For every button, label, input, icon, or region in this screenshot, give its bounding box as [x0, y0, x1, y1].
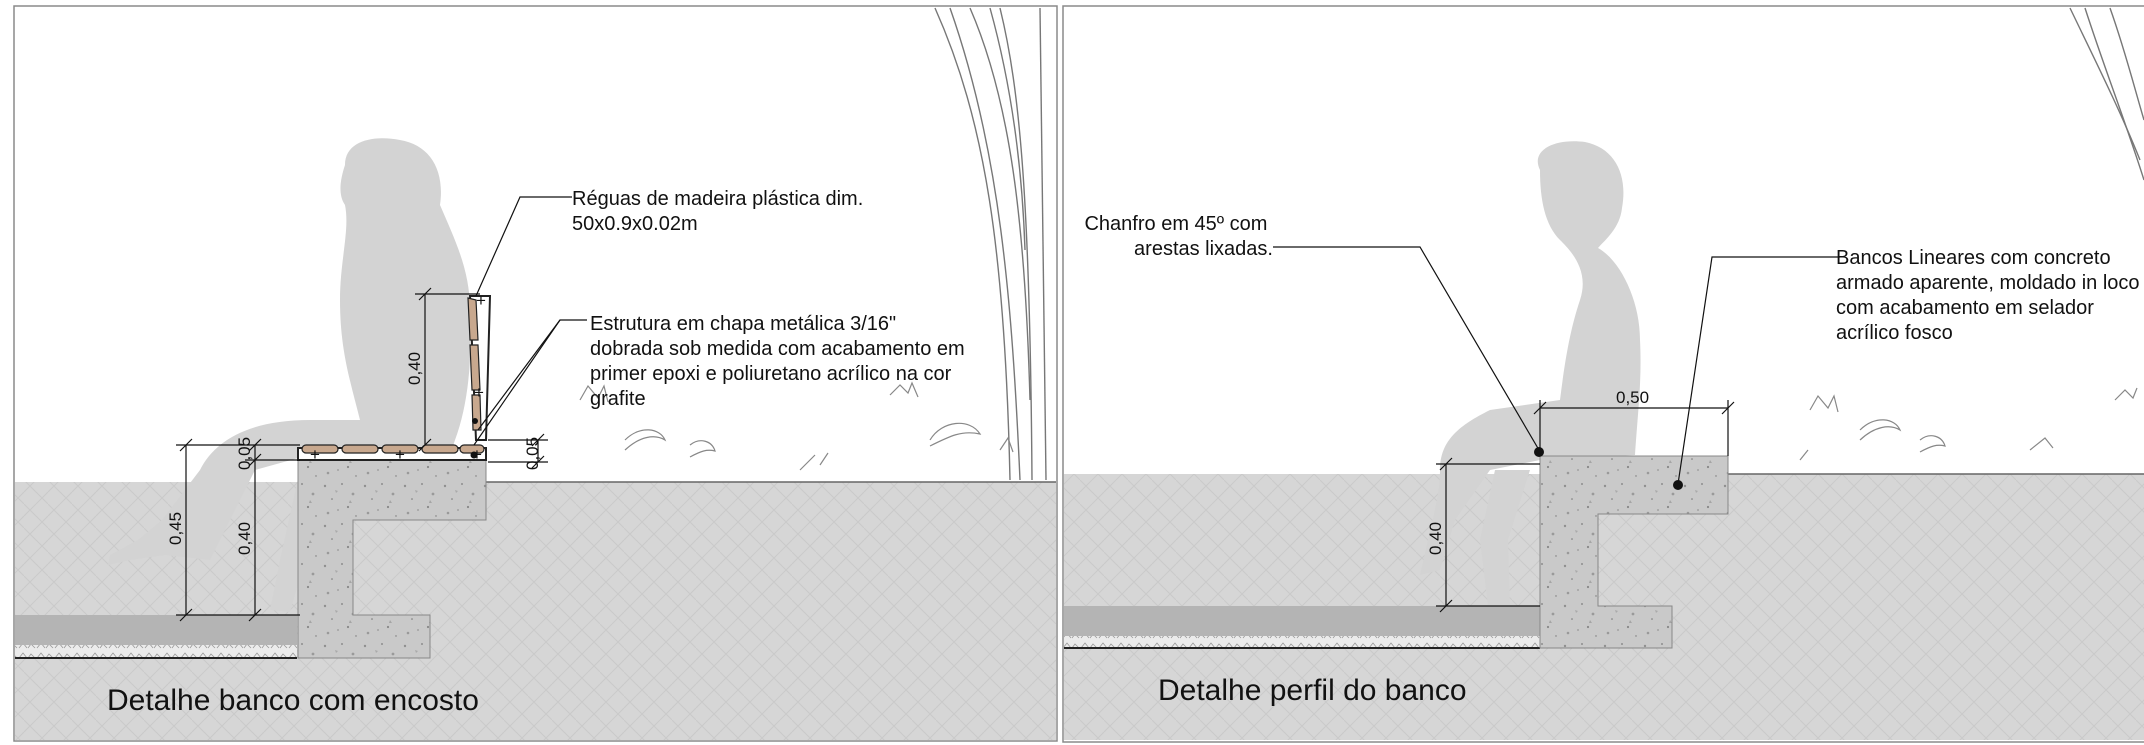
seat-slats: + + +: [297, 444, 487, 464]
dim-total-height: 0,45: [166, 512, 185, 545]
svg-text:+: +: [310, 445, 320, 464]
note-metal-structure: Estrutura em chapa metálica 3/16" dobrad…: [590, 313, 970, 410]
dimension-lines: [176, 287, 548, 622]
dim-seat-height: 0,40: [235, 522, 254, 555]
gravel-strip: [15, 645, 297, 658]
note-concrete-bench: Bancos Lineares com concreto armado apar…: [1836, 247, 2144, 344]
tree-trunk: [2069, 7, 2144, 181]
concrete-bench: [1539, 455, 1729, 649]
panel-backrest-bench: + + + + +: [13, 5, 1058, 742]
gravel-strip: [1064, 636, 1540, 648]
note-chamfer: Chanfro em 45º com arestas lixadas.: [1084, 213, 1273, 260]
svg-text:+: +: [474, 383, 484, 402]
person-silhouette: [1420, 141, 1641, 606]
dim-backrest-height: 0,40: [405, 352, 424, 385]
panel-title: Detalhe perfil do banco: [1158, 674, 1467, 707]
backrest: + +: [467, 291, 492, 441]
concrete-bench: [297, 459, 487, 659]
leader-lines: [473, 196, 587, 446]
sidewalk-strip: [1064, 606, 1540, 636]
shrub-sketch: [1799, 387, 2138, 461]
shrub-sketch: [579, 381, 1014, 471]
dim-seat-thickness-right: 0,05: [523, 437, 542, 470]
dim-seat-height: 0,40: [1426, 522, 1445, 555]
panel-title: Detalhe banco com encosto: [107, 684, 479, 717]
dim-seat-thickness: 0,05: [235, 437, 254, 470]
dim-seat-depth: 0,50: [1616, 388, 1649, 407]
sidewalk-strip: [15, 615, 297, 645]
leader-lines: [1273, 246, 1840, 485]
note-wood-slats: Réguas de madeira plástica dim. 50x0.9x0…: [572, 188, 869, 235]
svg-text:+: +: [395, 445, 405, 464]
svg-text:+: +: [476, 291, 486, 310]
panel-bench-profile: 0,50 0,40 Chanfro em 45º com arestas lix…: [1062, 5, 2144, 743]
dimension-lines: [1436, 400, 1735, 613]
